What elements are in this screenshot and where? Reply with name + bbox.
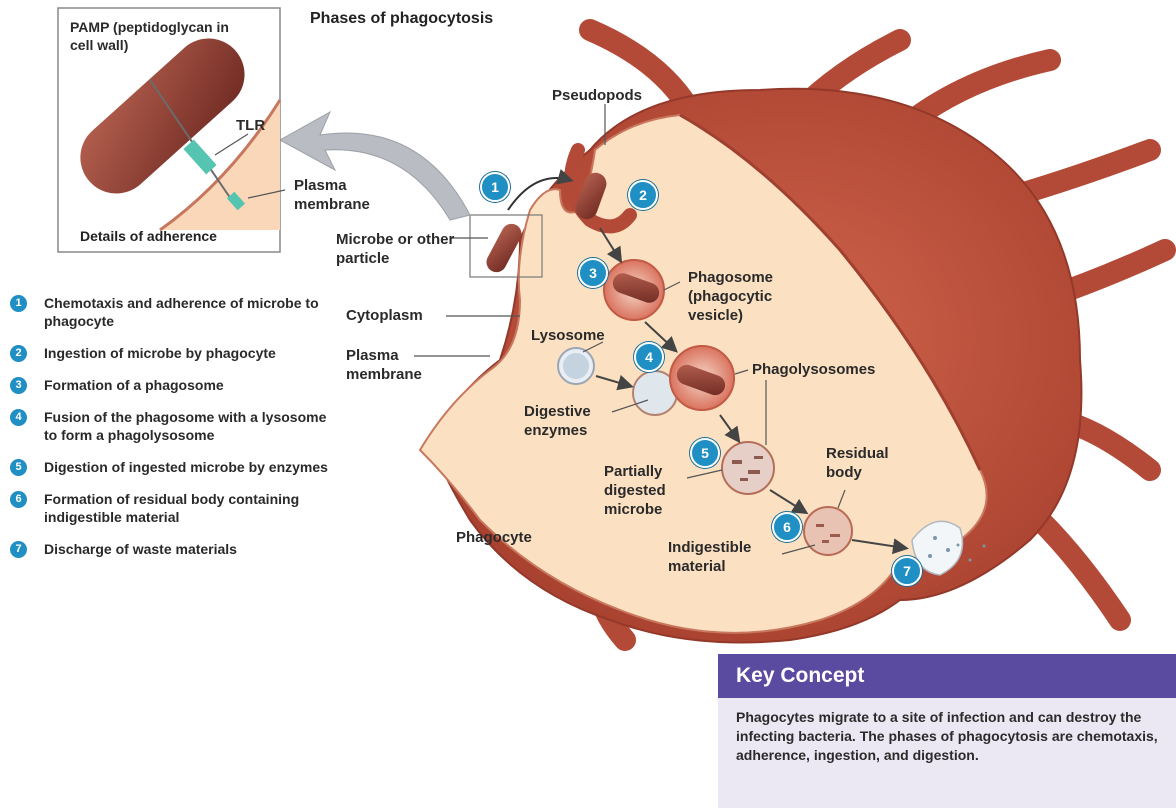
step-text: Chemotaxis and adherence of microbe to p… [44,295,319,329]
tlr-label: TLR [236,116,265,135]
phagosome-label: Phagosome (phagocytic vesicle) [688,268,798,325]
step-list: 1 Chemotaxis and adherence of microbe to … [10,294,340,572]
inset-caption: Details of adherence [80,228,217,244]
step-badge-6: 6 [772,512,802,542]
residual-body-label: Residual body [826,444,906,482]
plasma-membrane-label: Plasma membrane [346,346,436,384]
step-text: Formation of residual body containing in… [44,491,299,525]
step-item-3: 3 Formation of a phagosome [10,376,340,394]
step-badge-5: 5 [690,438,720,468]
step-number: 1 [10,295,27,312]
phagocyte-label: Phagocyte [456,528,532,547]
step-text: Ingestion of microbe by phagocyte [44,345,276,361]
step-text: Digestion of ingested microbe by enzymes [44,459,328,475]
microbe-label: Microbe or other particle [336,230,456,268]
cytoplasm-label: Cytoplasm [346,306,423,325]
step-badge-4: 4 [634,342,664,372]
phagolysosomes-label: Phagolysosomes [752,360,875,379]
step-item-6: 6 Formation of residual body containing i… [10,490,340,526]
step-text: Fusion of the phagosome with a lysosome … [44,409,326,443]
key-concept-heading: Key Concept [718,654,1176,698]
step-number: 4 [10,409,27,426]
step-text: Discharge of waste materials [44,541,237,557]
inset-plasma-membrane-label: Plasma membrane [294,176,384,214]
step-item-1: 1 Chemotaxis and adherence of microbe to … [10,294,340,330]
partially-digested-microbe [722,442,774,494]
digestive-enzymes-label: Digestive enzymes [524,402,616,440]
step-item-7: 7 Discharge of waste materials [10,540,340,558]
step-item-4: 4 Fusion of the phagosome with a lysosome… [10,408,340,444]
step-text: Formation of a phagosome [44,377,224,393]
step-number: 3 [10,377,27,394]
partially-digested-label: Partially digested microbe [604,462,688,519]
step-number: 2 [10,345,27,362]
diagram-title: Phases of phagocytosis [310,10,493,28]
step-number: 6 [10,491,27,508]
lysosome-label: Lysosome [531,326,605,345]
step-item-2: 2 Ingestion of microbe by phagocyte [10,344,340,362]
step-badge-7: 7 [892,556,922,586]
step-item-5: 5 Digestion of ingested microbe by enzyme… [10,458,340,476]
indigestible-material-label: Indigestible material [668,538,778,576]
step-badge-2: 2 [628,180,658,210]
step-badge-1: 1 [480,172,510,202]
key-concept-body: Phagocytes migrate to a site of infectio… [718,698,1176,765]
residual-body [804,507,852,555]
step-number: 5 [10,459,27,476]
step-number: 7 [10,541,27,558]
pamp-label: PAMP (peptidoglycan in cell wall) [70,18,250,54]
key-concept-box: Key Concept Phagocytes migrate to a site… [718,654,1176,808]
pseudopods-label: Pseudopods [552,86,642,105]
step-badge-3: 3 [578,258,608,288]
